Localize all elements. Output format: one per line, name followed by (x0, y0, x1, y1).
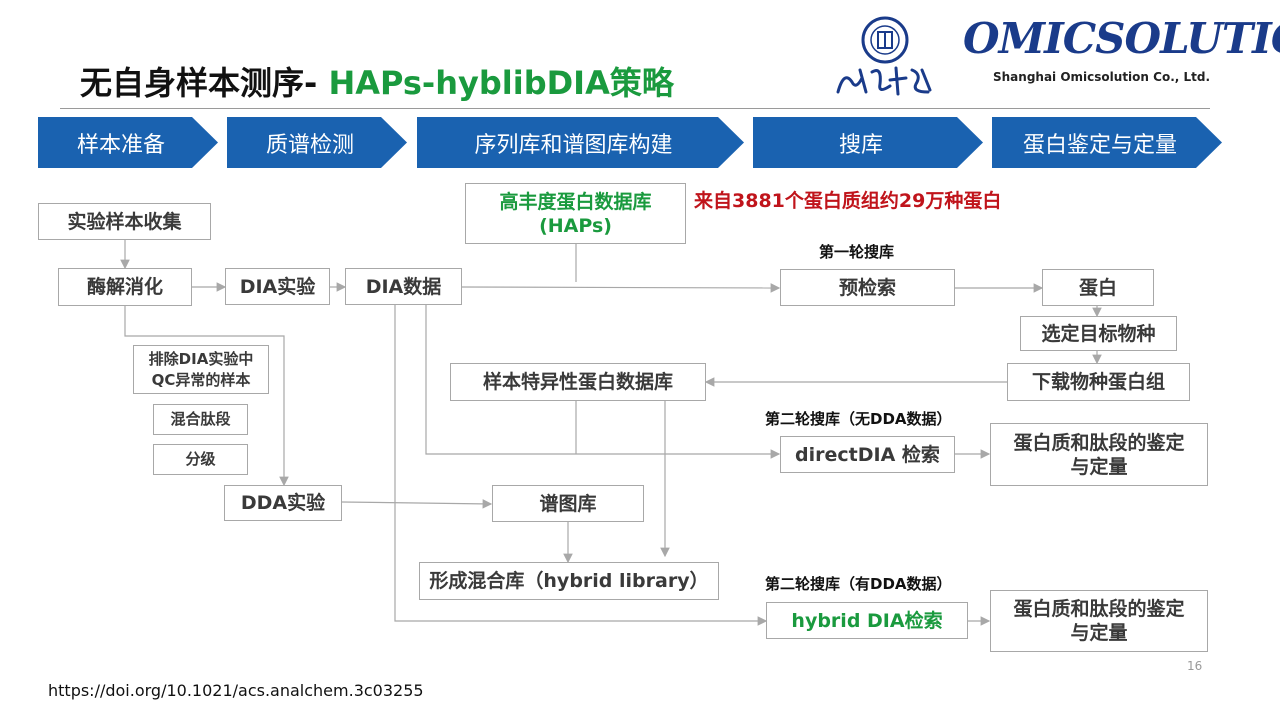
node-download-proteome: 下载物种蛋白组 (1007, 363, 1190, 401)
node-dia-experiment: DIA实验 (225, 268, 330, 305)
node-sample-collection: 实验样本收集 (38, 203, 211, 240)
step-ms-detection: 质谱检测 (227, 117, 407, 168)
first-round-label: 第一轮搜库 (819, 243, 895, 261)
haps-source-note: 来自3881个蛋白质组约29万种蛋白 (694, 190, 1002, 212)
title-divider (60, 108, 1210, 109)
second-round-no-dda-label: 第二轮搜库（无DDA数据） (765, 410, 952, 428)
node-select-species: 选定目标物种 (1020, 316, 1177, 351)
node-specific-database: 样本特异性蛋白数据库 (450, 363, 706, 401)
step-protein-quant: 蛋白鉴定与定量 (992, 117, 1222, 168)
second-round-with-dda-label: 第二轮搜库（有DDA数据） (765, 575, 952, 593)
step-sample-prep: 样本准备 (38, 117, 218, 168)
node-dia-data: DIA数据 (345, 268, 462, 305)
omicsolution-logo: OMICSOLUTION (963, 14, 1280, 63)
step-library-build: 序列库和谱图库构建 (417, 117, 744, 168)
node-protein: 蛋白 (1042, 269, 1154, 306)
node-result-hybrid: 蛋白质和肽段的鉴定与定量 (990, 590, 1208, 652)
page-title: 无自身样本测序- HAPs-hyblibDIA策略 (80, 64, 674, 102)
fudan-logo (830, 10, 945, 100)
node-result-directdia: 蛋白质和肽段的鉴定与定量 (990, 423, 1208, 486)
node-spectral-library: 谱图库 (492, 485, 644, 522)
node-hybrid-library: 形成混合库（hybrid library） (419, 562, 719, 600)
node-mix-peptide: 混合肽段 (153, 404, 248, 435)
node-directdia-search: directDIA 检索 (780, 436, 955, 473)
doi-reference: https://doi.org/10.1021/acs.analchem.3c0… (48, 681, 424, 700)
node-haps-database: 高丰度蛋白数据库(HAPs) (465, 183, 686, 244)
title-highlight: HAPs-hyblibDIA策略 (328, 64, 674, 102)
company-name: Shanghai Omicsolution Co., Ltd. (993, 70, 1211, 84)
node-dda-experiment: DDA实验 (224, 485, 342, 521)
node-digestion: 酶解消化 (58, 268, 192, 306)
page-number: 16 (1187, 659, 1203, 673)
node-hybrid-dia-search: hybrid DIA检索 (766, 602, 968, 639)
step-database-search: 搜库 (753, 117, 983, 168)
node-fractionation: 分级 (153, 444, 248, 475)
node-presearch: 预检索 (780, 269, 955, 306)
